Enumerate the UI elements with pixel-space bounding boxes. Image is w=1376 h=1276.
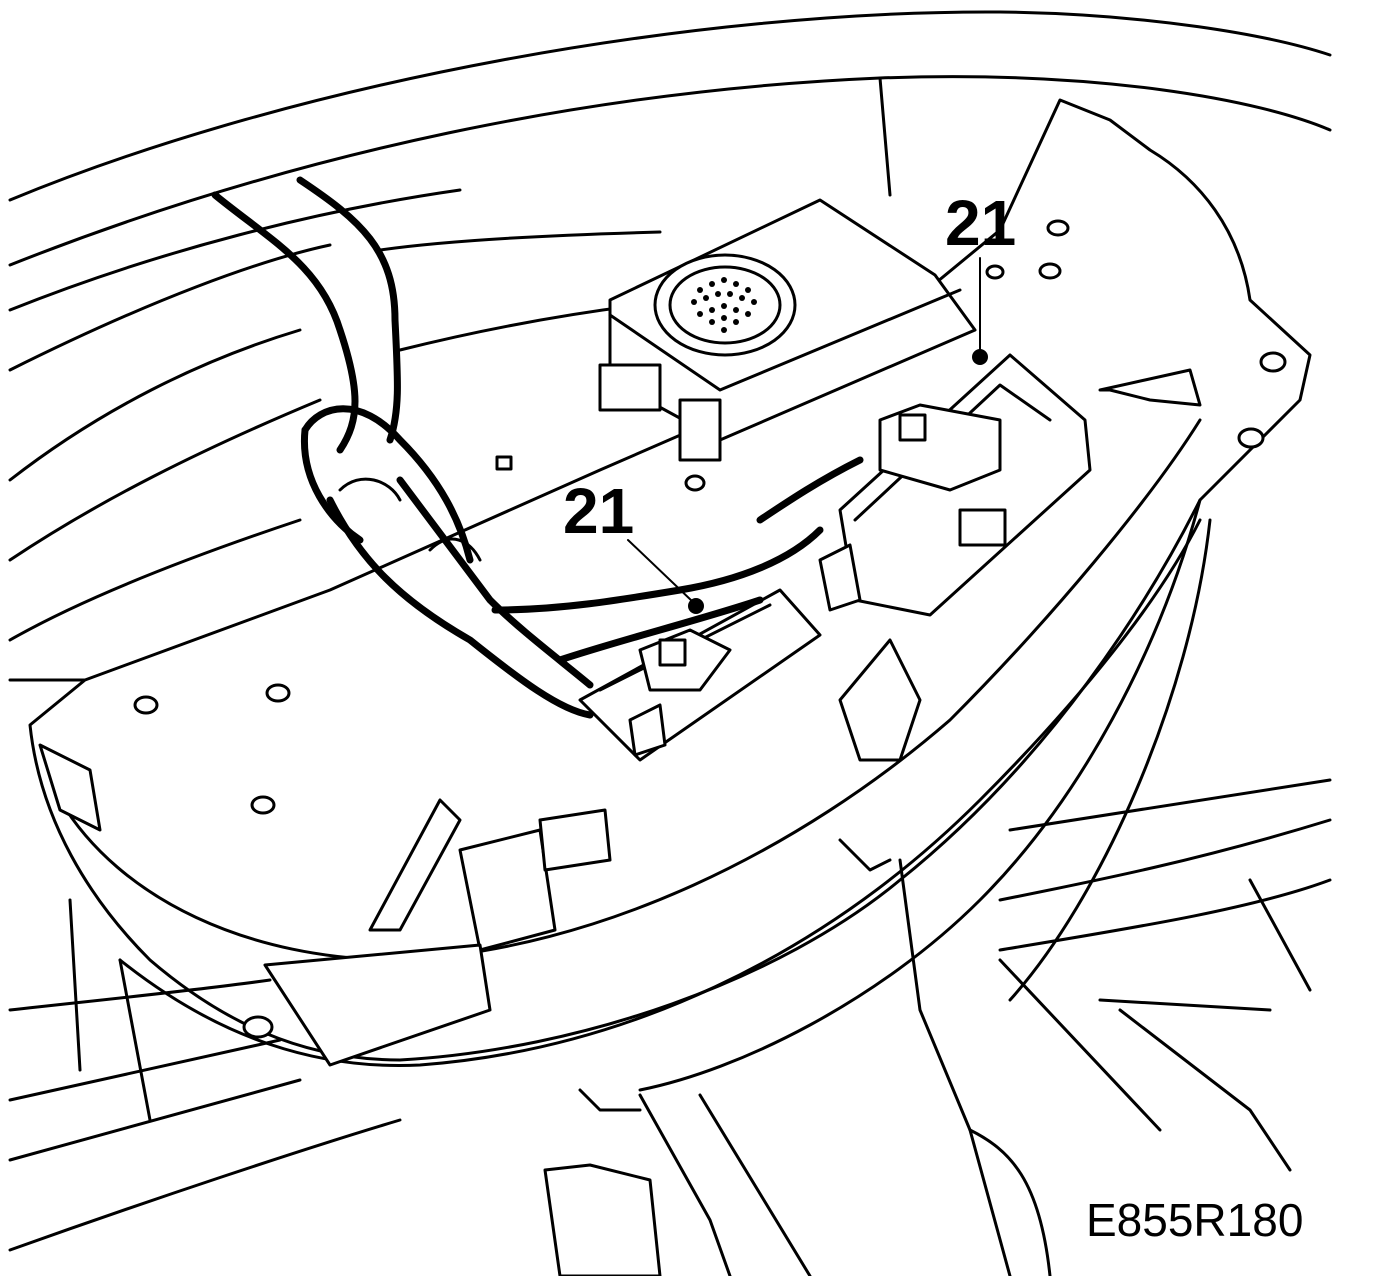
- callout-leaders: [627, 257, 988, 614]
- lower-structure: [8, 778, 1332, 1276]
- dashboard-housing: [8, 10, 1332, 682]
- figure-reference-code: E855R180: [1086, 1194, 1303, 1246]
- lower-leader-dot: [688, 598, 704, 614]
- mounting-holes: [133, 219, 1287, 1039]
- speaker-module: [598, 198, 977, 462]
- bracket-tabs: [38, 368, 1202, 1067]
- upper-connector: [818, 353, 1092, 617]
- reference-code-backdrop: [1080, 1195, 1328, 1245]
- speaker-grille: [691, 277, 757, 333]
- upper-leader-dot: [972, 349, 988, 365]
- lower-leader-line: [627, 539, 694, 603]
- callout-label-lower: 21: [563, 475, 634, 547]
- lower-connector: [578, 588, 822, 762]
- callout-label-upper: 21: [945, 187, 1016, 259]
